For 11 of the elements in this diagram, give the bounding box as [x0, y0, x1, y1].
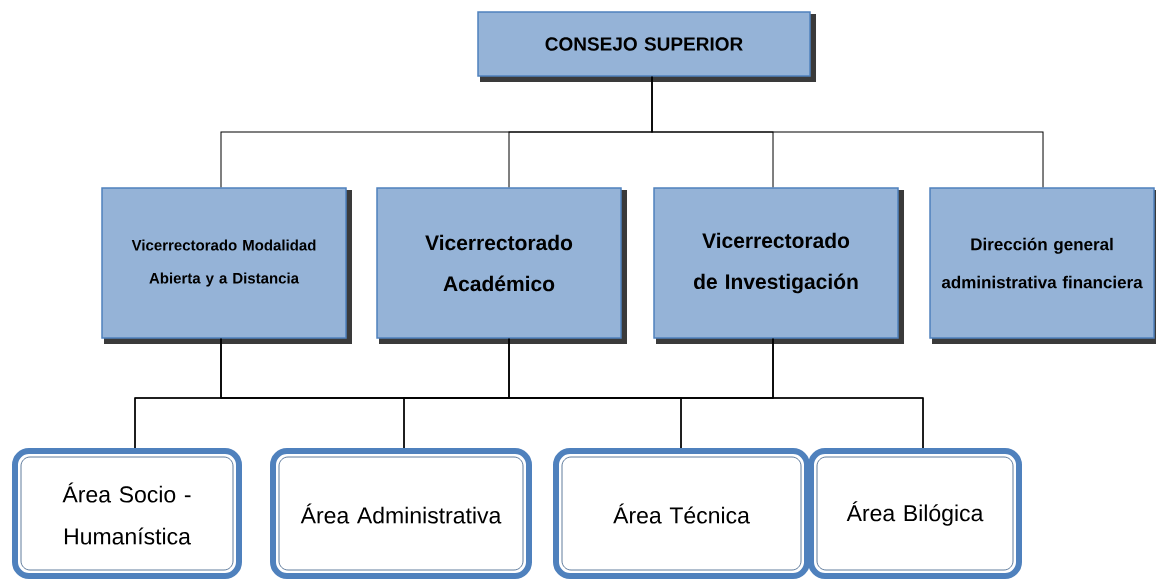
org-box: Vicerrectorado de Investigación	[653, 187, 904, 344]
area-box: Área Técnica	[553, 448, 810, 579]
org-box: CONSEJO SUPERIOR	[477, 11, 816, 82]
connector-line	[772, 338, 924, 449]
area-box: Área Socio - Humanística	[12, 448, 242, 579]
org-box: Dirección general administrativa financiera	[929, 187, 1156, 344]
connector-line	[651, 76, 1044, 188]
org-box: Vicerrectorado Académico	[376, 187, 627, 344]
org-box: Vicerrectorado Modalidad Abierta y a Distancia	[101, 187, 352, 344]
area-box: Área Administrativa	[270, 448, 532, 579]
area-box: Área Bilógica	[808, 448, 1022, 579]
